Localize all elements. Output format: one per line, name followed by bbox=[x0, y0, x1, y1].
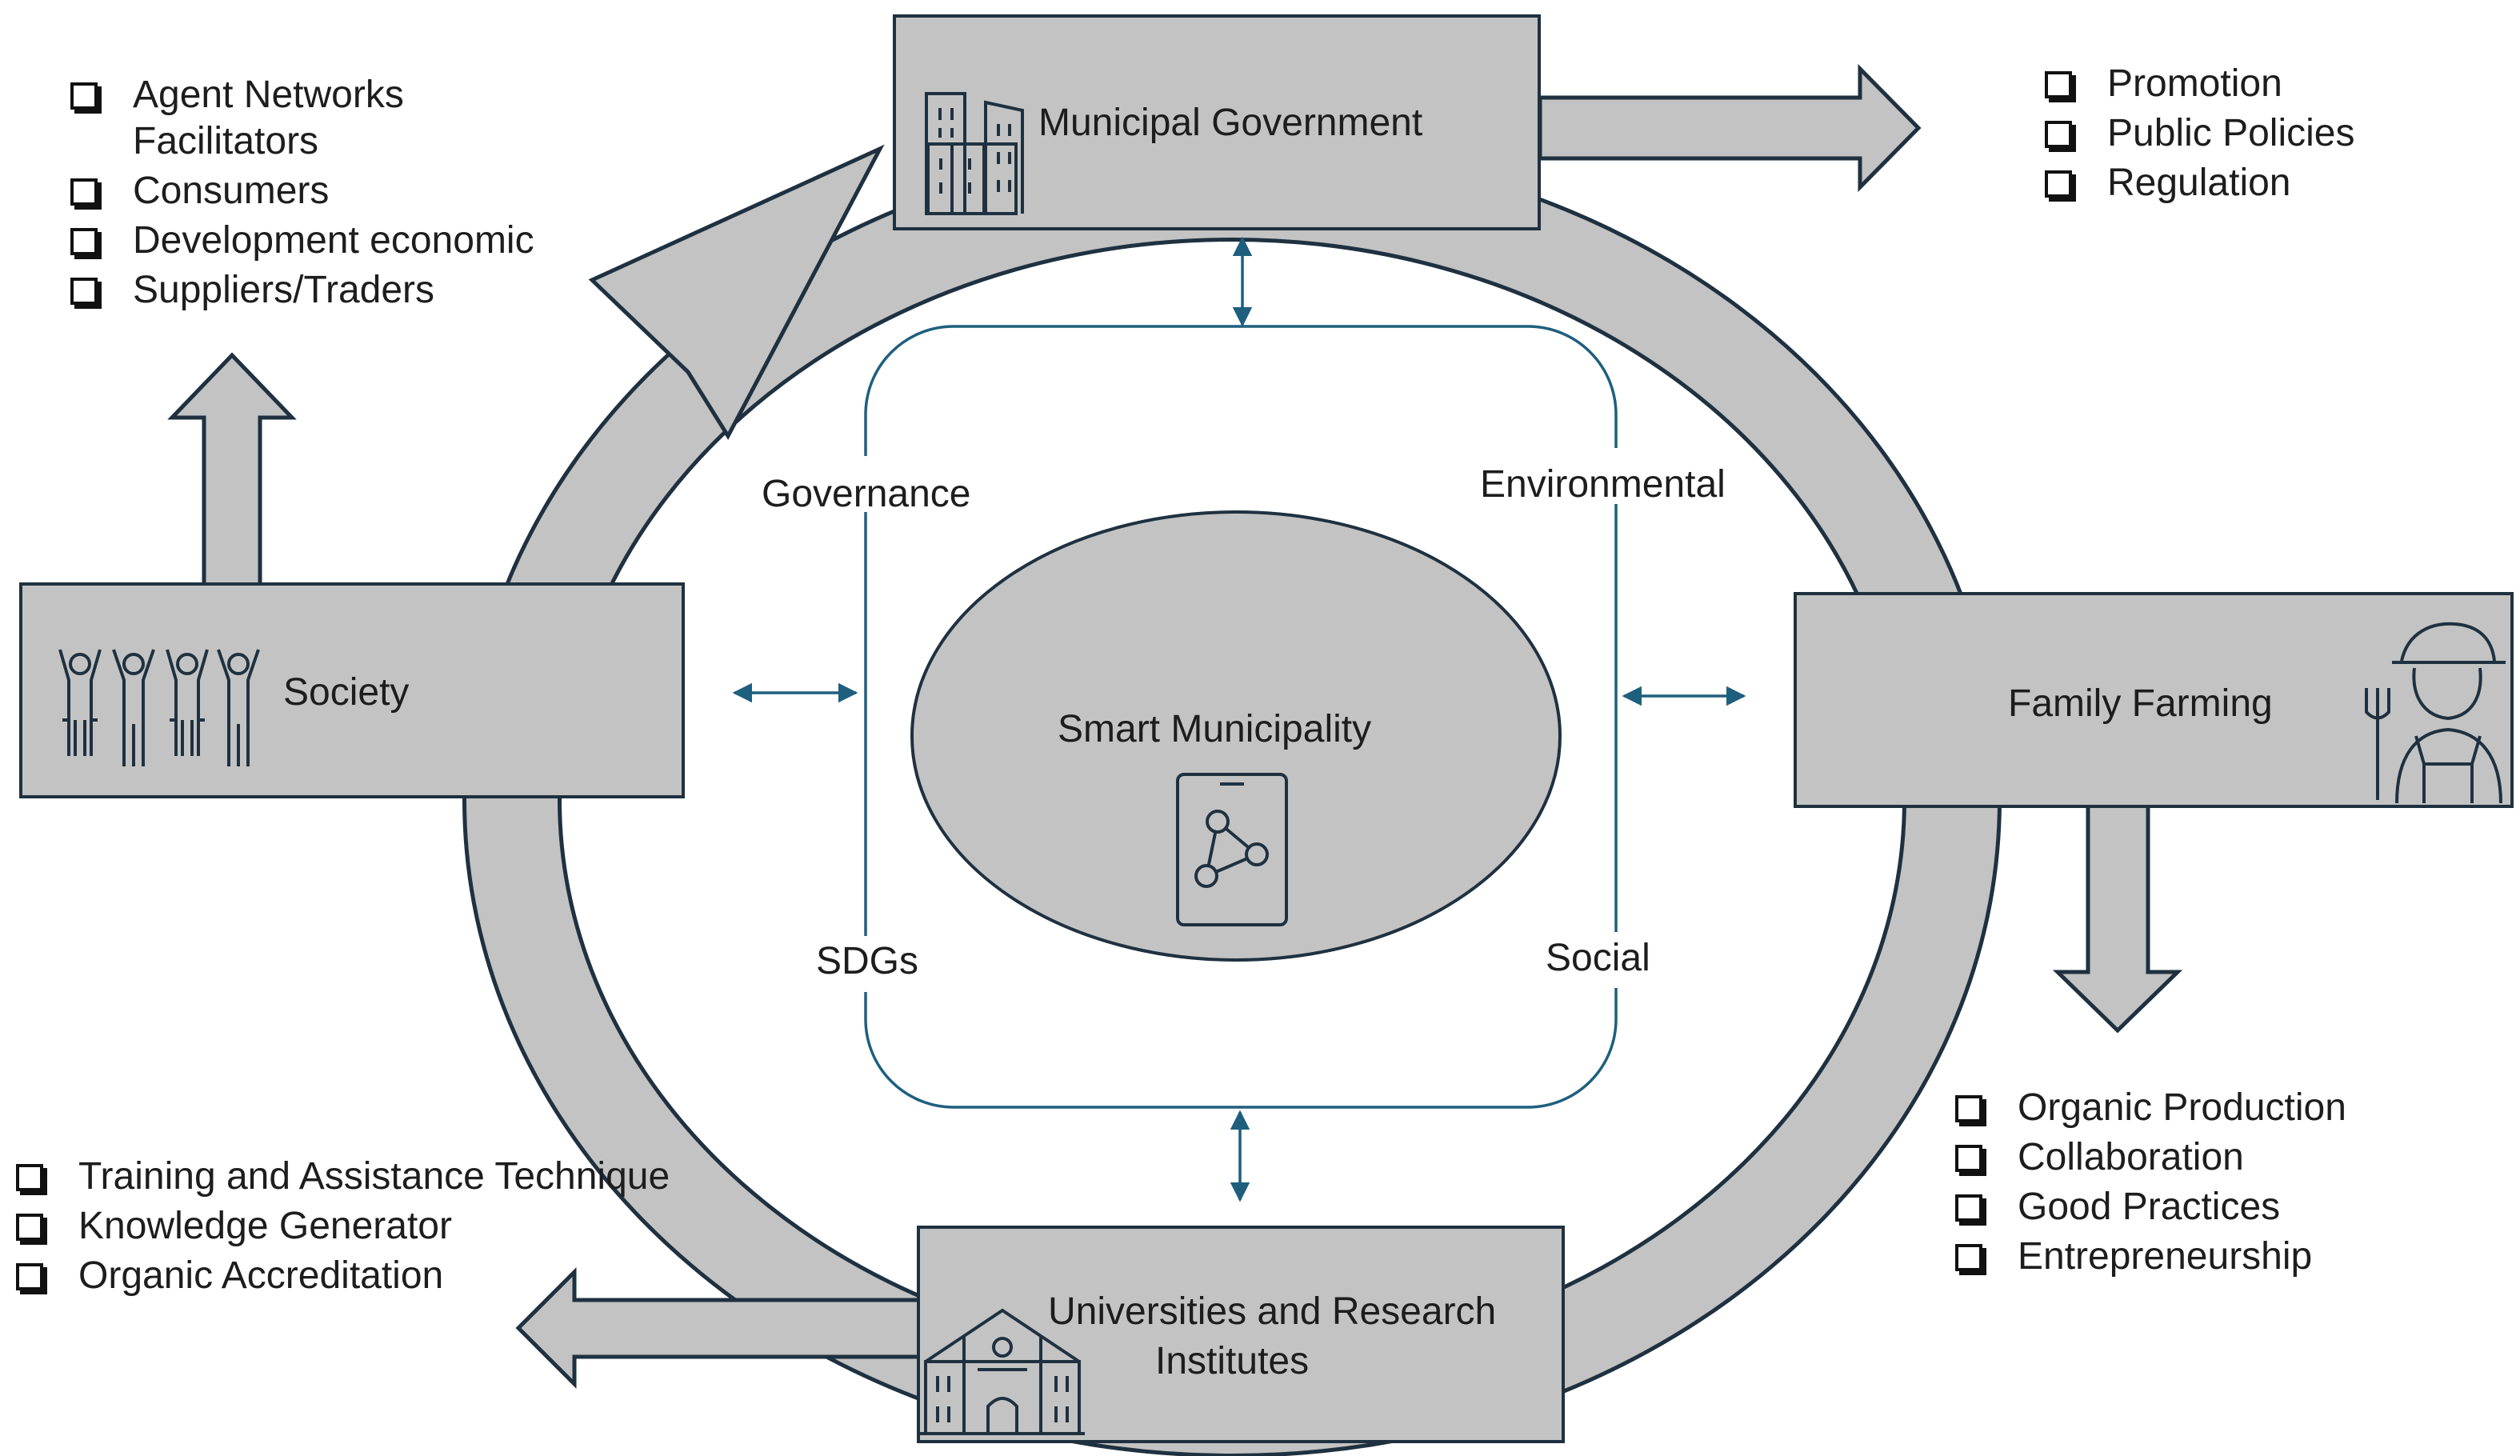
list-item: Agent Networks bbox=[67, 70, 534, 120]
smart-municipality-node bbox=[910, 510, 1562, 962]
family-farming-list: Organic Production Collaboration Good Pr… bbox=[1952, 1083, 2346, 1282]
buildings-icon bbox=[925, 92, 1024, 215]
checkbox-icon bbox=[1955, 1095, 1982, 1122]
list-item: Public Policies bbox=[2042, 109, 2354, 158]
checkbox-icon bbox=[70, 82, 98, 110]
list-item: Development economic bbox=[67, 216, 534, 266]
checkbox-icon bbox=[2045, 121, 2072, 148]
governance-label: Governance bbox=[762, 473, 971, 515]
municipal-government-label: Municipal Government bbox=[1038, 102, 1423, 144]
checkbox-icon bbox=[70, 278, 98, 305]
phone-network-icon bbox=[1176, 773, 1288, 926]
checkbox-icon bbox=[1955, 1145, 1982, 1172]
checkbox-icon bbox=[70, 228, 98, 255]
list-item: Regulation bbox=[2042, 158, 2354, 208]
universities-label-line1: Universities and Research bbox=[1048, 1290, 1497, 1333]
list-item: Collaboration bbox=[1952, 1133, 2346, 1182]
government-list: Promotion Public Policies Regulation bbox=[2042, 59, 2354, 208]
family-farming-label: Family Farming bbox=[2008, 682, 2273, 725]
arrow-society-up bbox=[167, 352, 297, 588]
checkbox-icon bbox=[70, 178, 98, 206]
list-item: Suppliers/Traders bbox=[67, 266, 534, 315]
checkbox-icon bbox=[1955, 1244, 1982, 1271]
society-list: Agent Networks Facilitators Consumers De… bbox=[67, 70, 534, 315]
list-item: Organic Production bbox=[1952, 1083, 2346, 1133]
universities-list: Training and Assistance Technique Knowle… bbox=[13, 1152, 670, 1301]
checkbox-icon bbox=[2045, 170, 2072, 198]
municipal-government-node bbox=[893, 14, 1541, 230]
society-label: Society bbox=[283, 671, 410, 714]
list-item: Organic Accreditation bbox=[13, 1251, 670, 1301]
arrow-universities-left bbox=[515, 1266, 922, 1390]
list-item: Good Practices bbox=[1952, 1182, 2346, 1232]
environmental-label: Environmental bbox=[1480, 463, 1726, 506]
people-icon bbox=[58, 649, 260, 766]
arrow-farming-down bbox=[2052, 799, 2183, 1034]
social-label: Social bbox=[1546, 937, 1650, 979]
checkbox-icon bbox=[16, 1164, 43, 1191]
smart-municipality-label: Smart Municipality bbox=[1058, 708, 1372, 750]
sdgs-label: SDGs bbox=[816, 940, 919, 982]
universities-label-line2: Institutes bbox=[1155, 1340, 1310, 1382]
list-item: Training and Assistance Technique bbox=[13, 1152, 670, 1202]
cycle-arrowhead bbox=[588, 144, 885, 441]
university-building-icon bbox=[920, 1308, 1085, 1435]
checkbox-icon bbox=[16, 1214, 43, 1241]
farmer-icon bbox=[2365, 622, 2506, 804]
list-item: Consumers bbox=[67, 166, 534, 216]
family-farming-node bbox=[1794, 592, 2514, 808]
list-item: Promotion bbox=[2042, 59, 2354, 109]
checkbox-icon bbox=[16, 1263, 43, 1290]
list-item: Entrepreneurship bbox=[1952, 1232, 2346, 1282]
checkbox-icon bbox=[2045, 71, 2072, 98]
society-node bbox=[19, 582, 685, 798]
universities-node bbox=[917, 1226, 1565, 1443]
checkbox-icon bbox=[1955, 1194, 1982, 1222]
arrow-government-right bbox=[1538, 63, 1922, 193]
list-item: Facilitators bbox=[133, 120, 319, 162]
list-item: Knowledge Generator bbox=[13, 1202, 670, 1251]
